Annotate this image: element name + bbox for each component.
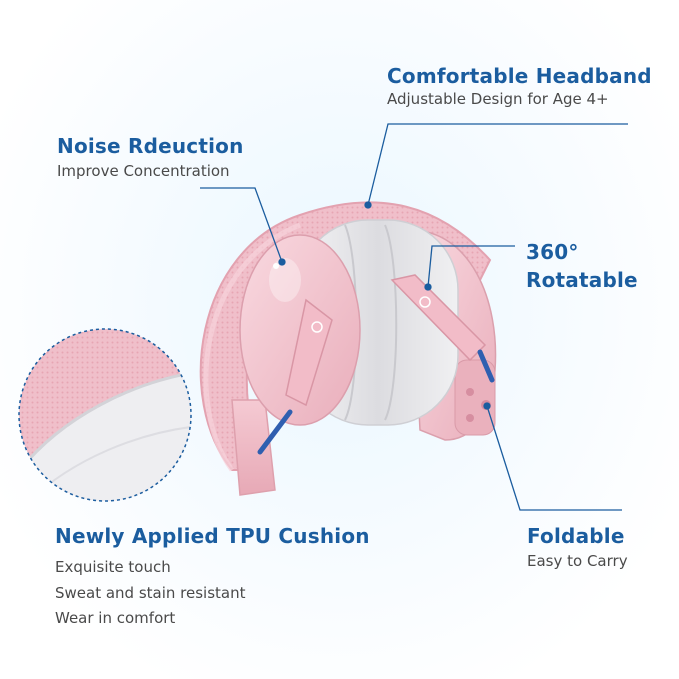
rotatable-title-line2: Rotatable: [526, 268, 638, 292]
cushion-callout: Newly Applied TPU Cushion Exquisite touc…: [55, 524, 370, 629]
noise-leader-line: [200, 187, 283, 263]
cushion-title: Newly Applied TPU Cushion: [55, 524, 370, 548]
left-arm: [257, 298, 333, 455]
headband-leader-line: [367, 123, 628, 206]
rotatable-leader-line: [427, 245, 515, 288]
noise-leader-dot: [278, 258, 286, 266]
cushion-feature-2: Sweat and stain resistant: [55, 583, 246, 602]
foldable-callout: Foldable Easy to Carry: [527, 524, 628, 572]
noise-title: Noise Rdeuction: [57, 134, 244, 158]
foldable-leader-line: [486, 405, 622, 511]
cushion-feature-3: Wear in comfort: [55, 609, 176, 627]
headband-title: Comfortable Headband: [387, 64, 652, 88]
noise-callout: Noise Rdeuction Improve Concentration: [57, 134, 244, 182]
rotatable-leader-dot: [424, 283, 432, 291]
right-arm: [390, 274, 495, 383]
headband-callout: Comfortable Headband Adjustable Design f…: [387, 64, 652, 110]
rotatable-callout: 360° Rotatable: [526, 240, 638, 292]
foldable-leader-dot: [483, 402, 491, 410]
rotatable-title-line1: 360°: [526, 240, 579, 264]
noise-subtitle: Improve Concentration: [57, 162, 230, 180]
headband-subtitle: Adjustable Design for Age 4+: [387, 90, 609, 108]
foldable-title: Foldable: [527, 524, 625, 548]
headband-leader-dot: [364, 201, 372, 209]
callout-lines: [200, 123, 628, 511]
cushion-feature-1: Exquisite touch: [55, 558, 171, 576]
cushion-closeup: [18, 328, 192, 502]
foldable-subtitle: Easy to Carry: [527, 552, 628, 570]
